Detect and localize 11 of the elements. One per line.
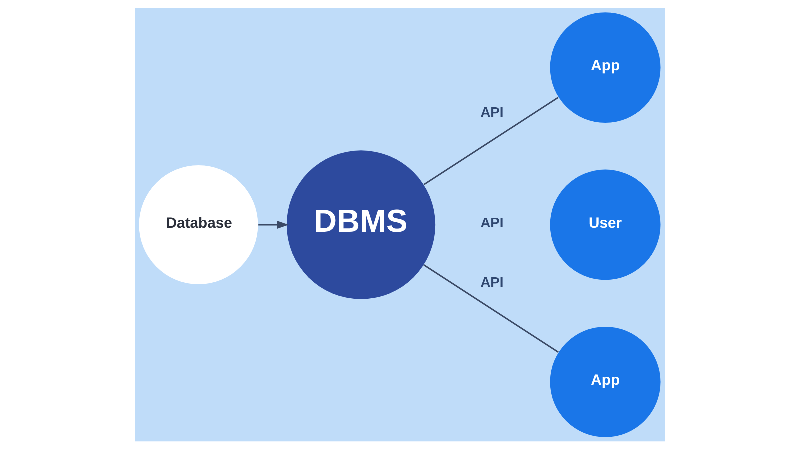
edge-label: API bbox=[480, 275, 504, 290]
node-circle: App bbox=[550, 326, 661, 438]
arrow bbox=[258, 220, 289, 230]
node-circle: App bbox=[550, 12, 661, 124]
node-circle: DBMS bbox=[286, 150, 436, 300]
node-circle: Database bbox=[139, 166, 258, 284]
node-circle: User bbox=[550, 170, 661, 280]
connector bbox=[424, 97, 559, 186]
edge-label: API bbox=[480, 105, 504, 120]
label: API bbox=[480, 216, 504, 231]
connector bbox=[424, 264, 559, 353]
